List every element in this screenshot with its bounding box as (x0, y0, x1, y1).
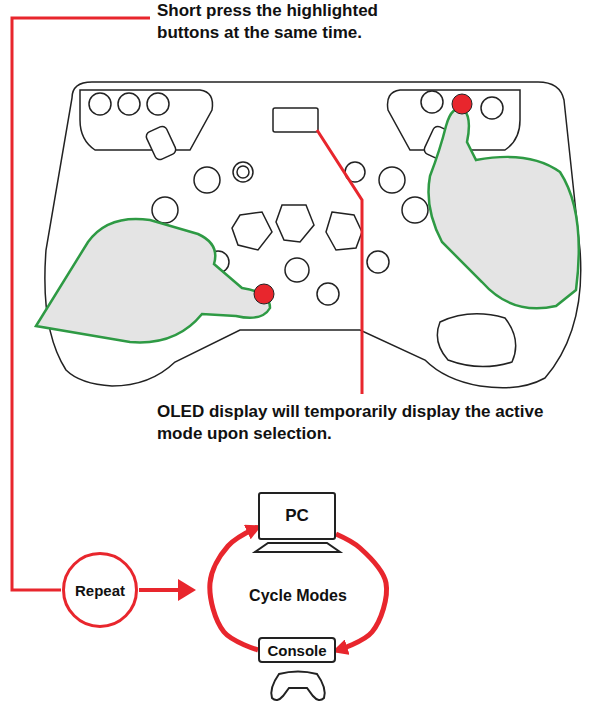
button (285, 258, 309, 282)
hands (36, 109, 579, 367)
button (89, 93, 111, 115)
callout-note: Short press the highlighted buttons at t… (157, 0, 442, 44)
button (237, 166, 249, 178)
circle-outline (64, 554, 137, 627)
highlighted-button (254, 284, 274, 304)
monitor-stand (255, 543, 340, 552)
mode-box: PC (258, 492, 336, 540)
node-text: PC (285, 506, 309, 526)
button (367, 251, 389, 273)
right-arm (437, 314, 515, 367)
button (194, 167, 220, 193)
button (317, 283, 339, 305)
node-text: Repeat (75, 582, 125, 599)
box-outline (259, 638, 335, 662)
button (147, 93, 169, 115)
callout-note: OLED display will temporarily display th… (157, 401, 589, 445)
step-circle: Repeat (62, 552, 138, 628)
mode-box: Console (258, 637, 336, 663)
button (421, 91, 443, 113)
left-hand (36, 219, 270, 343)
node-text: Console (267, 642, 326, 659)
leader-line (317, 130, 362, 394)
rotary-knob (326, 212, 362, 250)
leader-line (12, 18, 150, 590)
icons (255, 543, 340, 700)
button (402, 197, 428, 223)
button (379, 167, 405, 193)
cycle-label: Cycle Modes (249, 586, 347, 606)
gamepad-icon (271, 672, 324, 701)
repeat-arrow (139, 588, 182, 592)
arrowhead (178, 579, 196, 601)
button (118, 93, 140, 115)
rotary-knob (276, 205, 314, 242)
encoder (145, 125, 178, 161)
box-outline (259, 493, 335, 539)
highlighted-button (452, 94, 472, 114)
left-panel (80, 90, 213, 150)
leader-lines (12, 18, 362, 590)
button (152, 197, 178, 223)
oled-screen (273, 108, 318, 132)
button (233, 162, 253, 182)
button (481, 97, 503, 119)
rotary-knob (232, 212, 272, 250)
right-hand (429, 109, 579, 309)
